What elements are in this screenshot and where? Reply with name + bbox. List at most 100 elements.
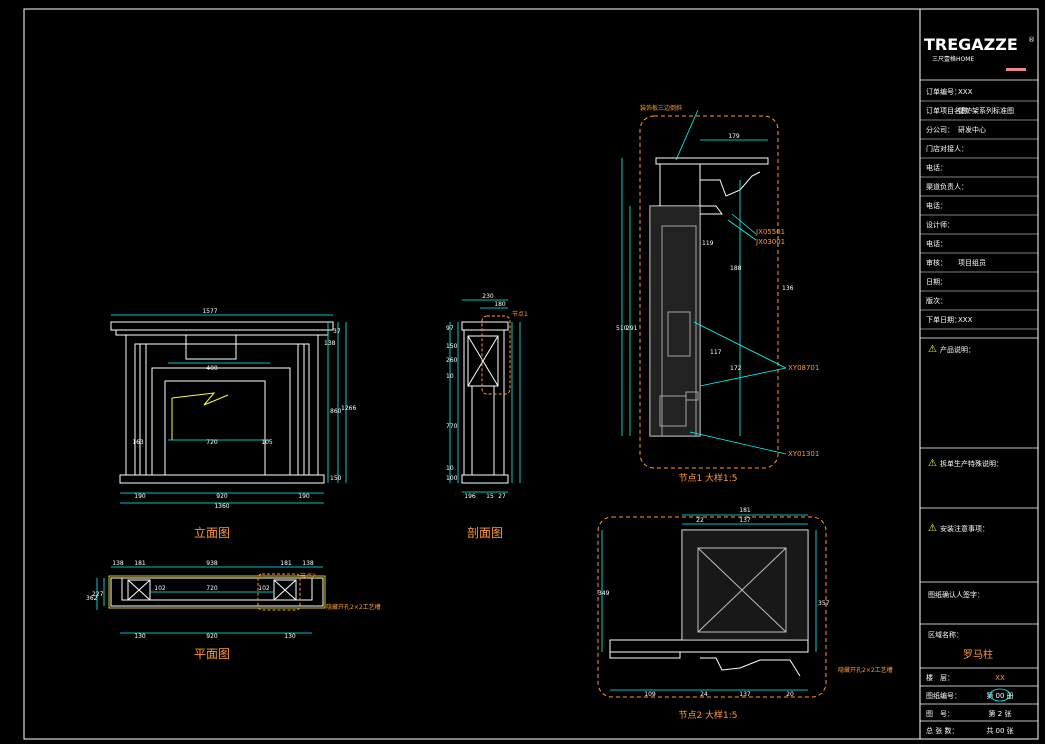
dim-plan-b0: 130 bbox=[134, 633, 146, 640]
dim-n2-right: 357 bbox=[818, 600, 830, 607]
title-block-row-label: 电话： bbox=[926, 201, 947, 210]
dim-n1-l1: 291 bbox=[626, 325, 638, 332]
title-block-row-value: 项目组员 bbox=[958, 258, 986, 267]
confirm-label: 图纸确认人签字： bbox=[928, 590, 984, 599]
area-label: 区域名称： bbox=[928, 630, 963, 639]
title-block-row-label: 电话： bbox=[926, 163, 947, 172]
floor-value: XX bbox=[995, 674, 1005, 682]
dim-plan-l0: 362 bbox=[86, 595, 98, 602]
node2-detail bbox=[609, 529, 809, 677]
floor-label: 楼 层： bbox=[926, 673, 954, 682]
dim-n2-b1: 24 bbox=[700, 691, 708, 698]
dim-elev-bottom: 1360 bbox=[214, 503, 229, 510]
dim-sec-b2: 27 bbox=[498, 493, 506, 500]
dim-n2-b2: 137 bbox=[739, 691, 751, 698]
dim-elev-w400: 400 bbox=[206, 365, 218, 372]
dim-n2-t2: 22 bbox=[696, 517, 704, 524]
dim-sec-l6: 100 bbox=[446, 475, 458, 482]
production-note-label: 拆单生产特殊说明： bbox=[940, 459, 1003, 468]
drawing-no-label: 图纸编号： bbox=[926, 691, 961, 700]
dim-plan-t3: 181 bbox=[280, 560, 292, 567]
title-block-row-value: 壁炉架系列标准图 bbox=[958, 106, 1014, 115]
node1-frame bbox=[639, 115, 779, 469]
dim-n1-v0: 119 bbox=[702, 240, 714, 247]
node2-granite-fill bbox=[682, 530, 808, 640]
section-title: 剖面图 bbox=[467, 526, 503, 540]
elevation-dims bbox=[111, 314, 347, 504]
section-dims bbox=[449, 299, 521, 493]
node1-title: 节点1 大样1:5 bbox=[678, 472, 737, 484]
dim-sec-l2: 260 bbox=[446, 357, 458, 364]
dim-elev-w720: 720 bbox=[206, 439, 218, 446]
title-block-row-label: 版次： bbox=[926, 296, 947, 305]
dim-plan-t2: 938 bbox=[206, 560, 218, 567]
title-block-frame bbox=[919, 8, 1039, 740]
elevation-title: 立面图 bbox=[194, 525, 230, 540]
title-block-row-label: 订单编号： bbox=[926, 87, 961, 96]
dim-elev-h1: 138 bbox=[324, 340, 336, 347]
section-node-callout bbox=[481, 315, 511, 395]
dim-plan-m1: 102 bbox=[154, 585, 166, 592]
dim-n2-b3: 20 bbox=[786, 691, 794, 698]
dim-elev-h0: 37 bbox=[333, 328, 341, 335]
dim-n2-b0: 109 bbox=[644, 691, 656, 698]
node1-top-note: 装饰板三边倒斜 bbox=[640, 104, 682, 112]
dim-n2-left: 349 bbox=[598, 590, 610, 597]
dim-n1-v2: 117 bbox=[710, 349, 722, 356]
node2-title: 节点2 大样1:5 bbox=[678, 709, 737, 721]
outer-frame bbox=[23, 8, 1039, 740]
notes: ⚠ 产品说明： ⚠ 拆单生产特殊说明： ⚠ 安装注意事项： 图纸确认人签字： 区… bbox=[926, 344, 1014, 735]
plan-dims bbox=[96, 566, 323, 634]
title-block-row-label: 电话： bbox=[926, 239, 947, 248]
dim-plan-b2: 130 bbox=[284, 633, 296, 640]
code-xy08701: XY08701 bbox=[788, 364, 819, 372]
code-jx03001: JX03001 bbox=[755, 238, 785, 246]
dim-n1-l0: 510 bbox=[616, 325, 628, 332]
title-block-row-label: 门店对接人： bbox=[926, 144, 968, 153]
dim-elev-h2: 1266 bbox=[341, 405, 356, 412]
dim-sec-b1: 15 bbox=[486, 493, 494, 500]
plan-node-callout bbox=[257, 573, 301, 611]
title-block-row-label: 设计师： bbox=[926, 220, 954, 229]
dim-plan-b1: 920 bbox=[206, 633, 218, 640]
dim-elev-b2: 920 bbox=[216, 493, 228, 500]
plan-title: 平面图 bbox=[194, 647, 230, 661]
warning-icon: ⚠ bbox=[928, 523, 937, 534]
logo-reg: ® bbox=[1028, 36, 1035, 44]
dim-elev-top: 1577 bbox=[202, 308, 217, 315]
node2-ref: 节点2 bbox=[300, 572, 316, 580]
node1-granite-fill bbox=[650, 206, 700, 436]
logo: TREGAZZE ® 三尺壹格HOME bbox=[924, 35, 1035, 71]
install-note-label: 安装注意事项： bbox=[940, 524, 989, 533]
elevation-view bbox=[110, 321, 334, 484]
dim-elev-b3: 190 bbox=[298, 493, 310, 500]
drawing-no-value: 第 00 册 bbox=[986, 691, 1013, 700]
dim-sec-top: 230 bbox=[482, 293, 494, 300]
dim-sec-l3: 10 bbox=[446, 373, 454, 380]
dim-elev-h4: 150 bbox=[330, 475, 342, 482]
dim-elev-s163: 163 bbox=[132, 439, 144, 446]
dim-sec-l4: 770 bbox=[446, 423, 458, 430]
area-value: 罗马柱 bbox=[963, 648, 993, 661]
plan-view bbox=[110, 577, 324, 607]
node1-leaders bbox=[621, 109, 787, 455]
dim-plan-t1: 181 bbox=[134, 560, 146, 567]
node2-frame bbox=[597, 516, 827, 698]
dim-sec-l5: 10 bbox=[446, 465, 454, 472]
code-jx05501: JX05501 bbox=[755, 228, 785, 236]
dim-plan-t4: 138 bbox=[302, 560, 314, 567]
plan-side-note: 隐藏开孔2×2工艺槽 bbox=[326, 603, 381, 611]
title-block-row-value: XXX bbox=[958, 88, 973, 96]
section-view bbox=[461, 321, 509, 484]
dim-elev-b1: 190 bbox=[134, 493, 146, 500]
dim-sec-180: 180 bbox=[494, 301, 506, 308]
node1-ref: 节点1 bbox=[512, 310, 528, 318]
dim-n1-top: 179 bbox=[728, 133, 740, 140]
title-block-row-label: 渠道负责人： bbox=[926, 182, 968, 191]
code-xy01301: XY01301 bbox=[788, 450, 819, 458]
logo-brand: TREGAZZE bbox=[924, 35, 1018, 54]
title-block-row-label: 审核： bbox=[926, 258, 947, 267]
dim-n1-v4: 136 bbox=[782, 285, 794, 292]
title-block-lines bbox=[920, 79, 1038, 722]
